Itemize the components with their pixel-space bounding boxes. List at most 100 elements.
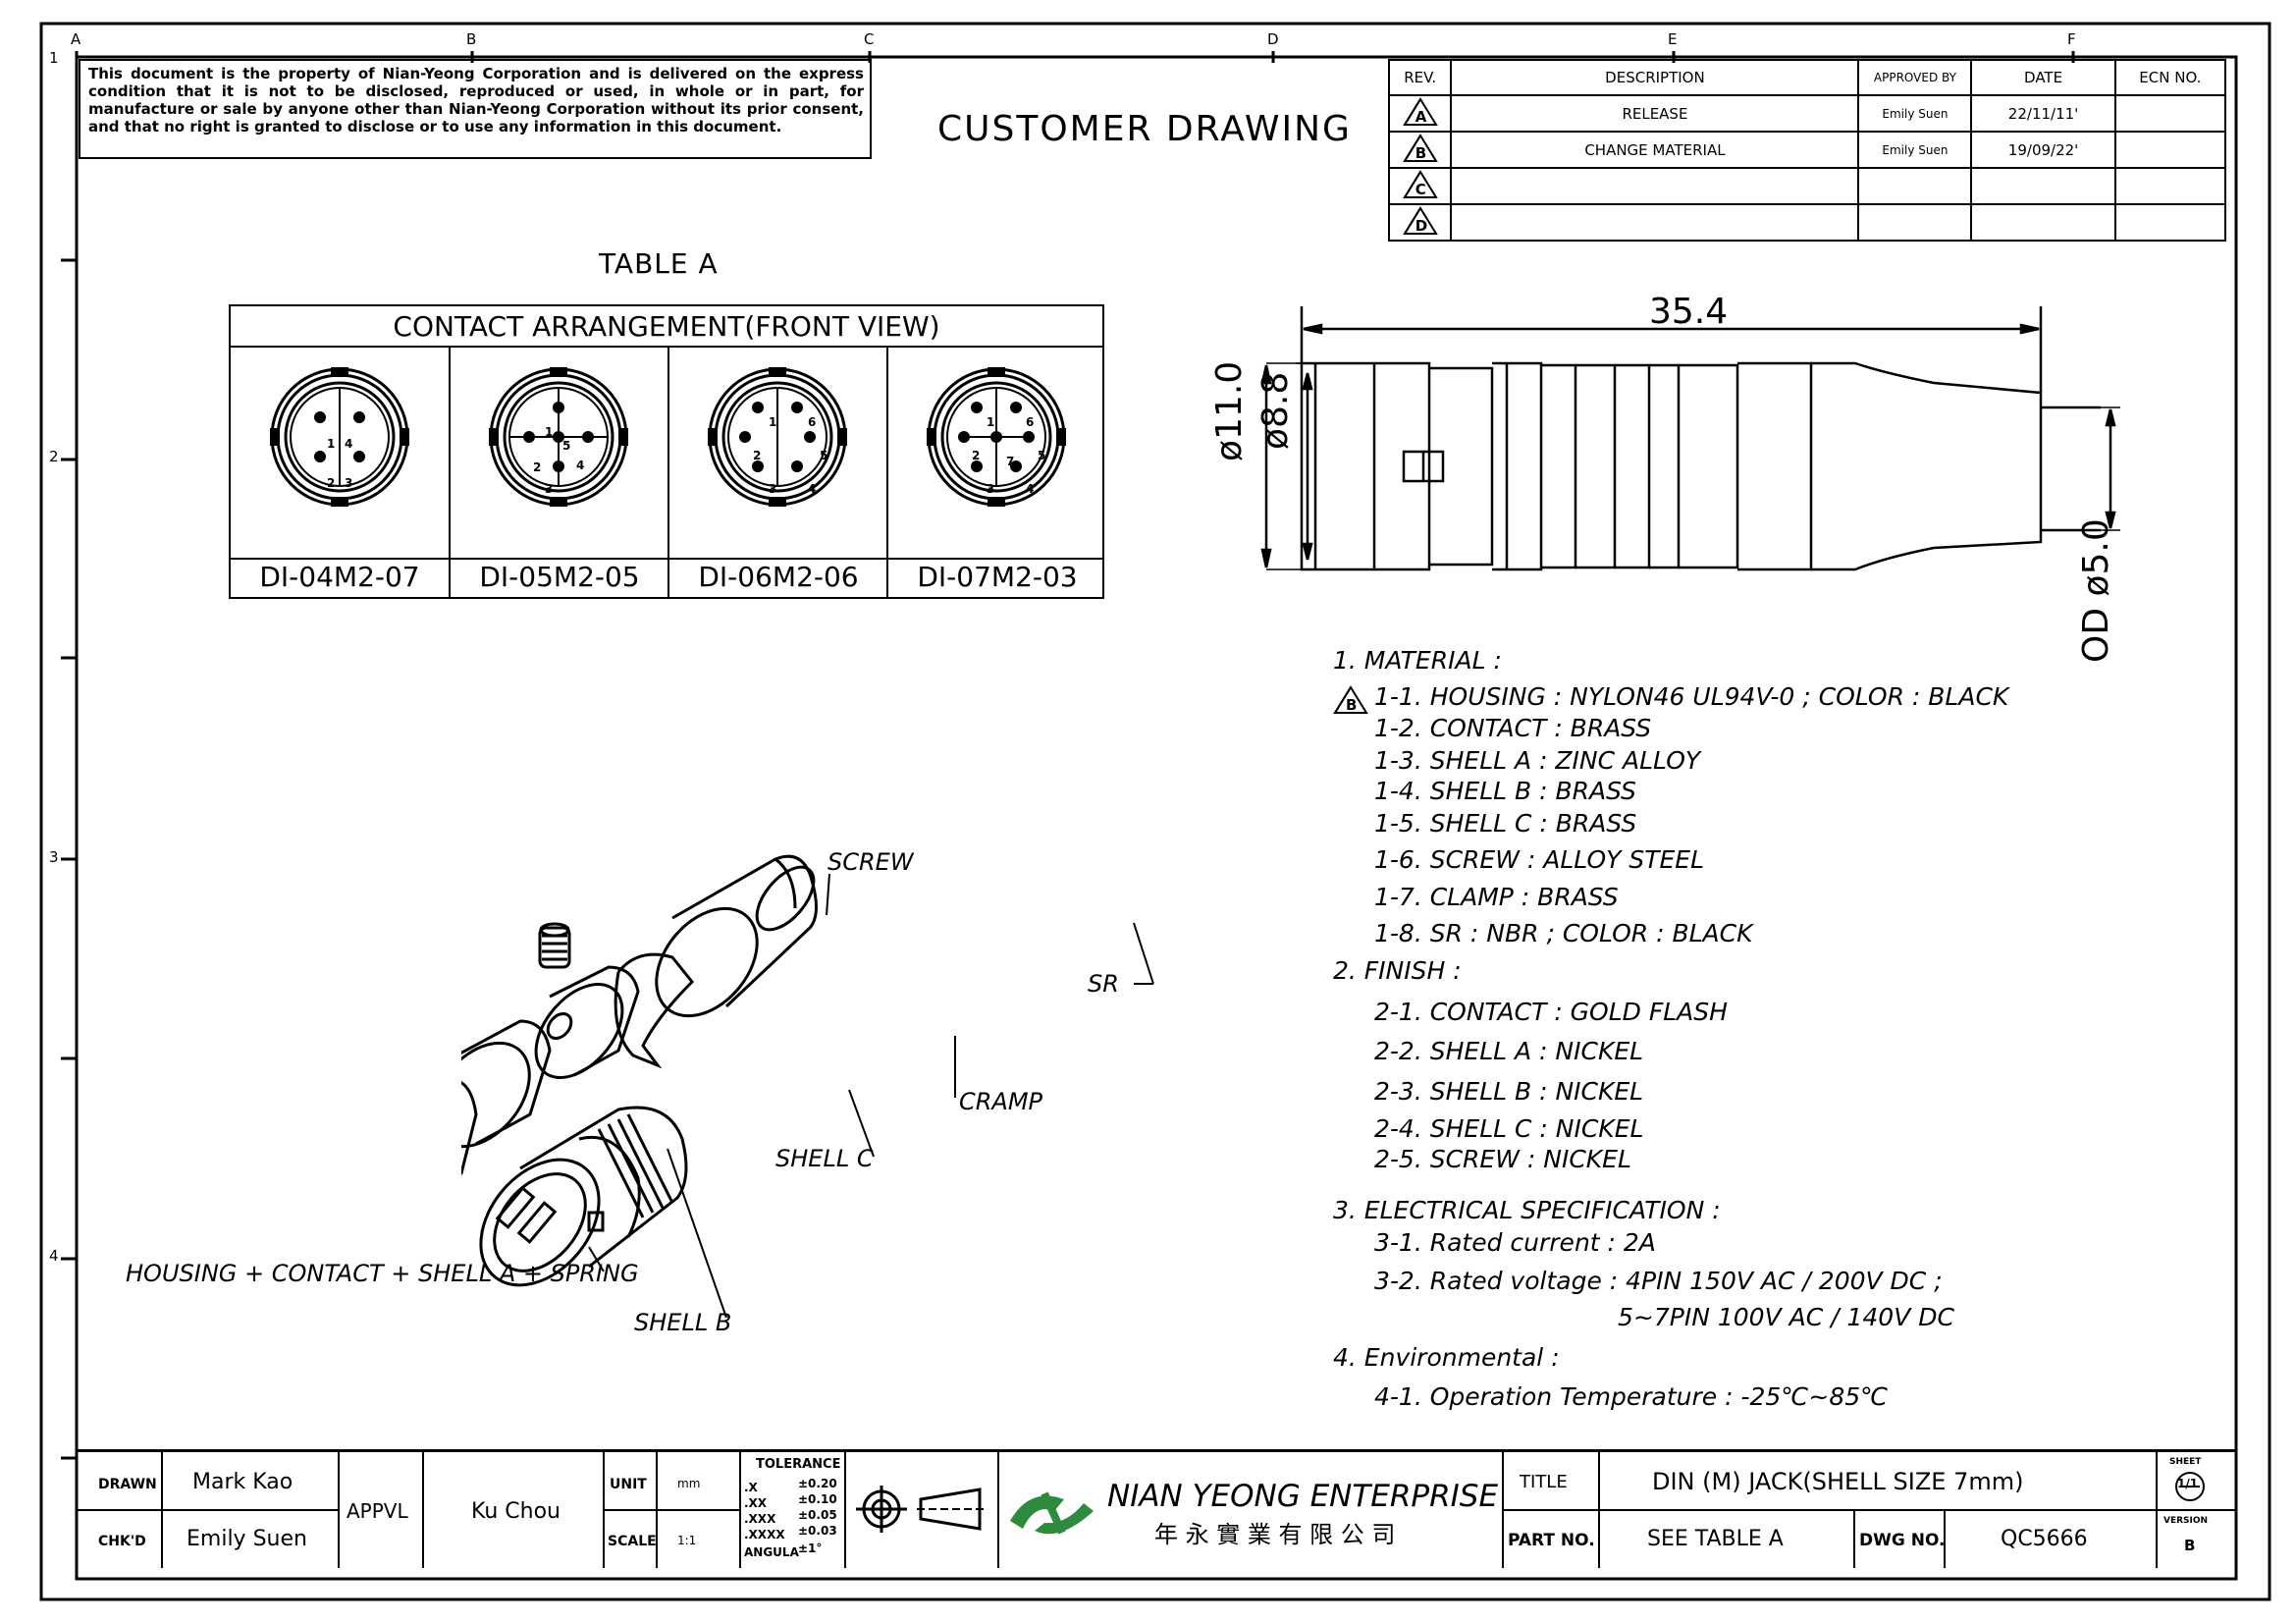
scale-value: 1:1 bbox=[677, 1534, 697, 1547]
rev-triangle-icon: D bbox=[1402, 205, 1438, 236]
rev-mark: A bbox=[1387, 94, 1453, 133]
disclaimer-text: This document is the property of Nian-Ye… bbox=[88, 65, 864, 135]
note-line: 5~7PIN 100V AC / 140V DC bbox=[1618, 1303, 1954, 1331]
callout-cramp: CRAMP bbox=[959, 1088, 1043, 1115]
rev-description: CHANGE MATERIAL bbox=[1450, 131, 1860, 169]
note-line: 1-2. CONTACT : BRASS bbox=[1374, 714, 1652, 742]
pin-label: 2 bbox=[753, 449, 762, 462]
pin-label: 6 bbox=[808, 415, 817, 429]
note-line: 1-3. SHELL A : ZINC ALLOY bbox=[1374, 746, 1701, 775]
pin-label: 6 bbox=[1026, 415, 1035, 429]
scale-label: SCALE bbox=[608, 1534, 657, 1549]
tolerance-fmt: .XXXX bbox=[744, 1528, 785, 1542]
dwg-label: DWG NO. bbox=[1859, 1531, 1946, 1550]
sheet-value: 1/1 bbox=[2177, 1477, 2199, 1490]
pin-label: 1 bbox=[987, 415, 995, 429]
revision-row: C bbox=[1387, 167, 2227, 205]
note-line: 2-2. SHELL A : NICKEL bbox=[1374, 1037, 1644, 1065]
table-a-caption: TABLE A bbox=[599, 247, 719, 280]
rev-ecn bbox=[2113, 167, 2227, 205]
pin-label: 4 bbox=[808, 482, 817, 496]
connector-face-4pin bbox=[270, 367, 409, 507]
rev-triangle-icon: B bbox=[1402, 133, 1438, 163]
revision-row: B CHANGE MATERIAL Emily Suen 19/09/22' bbox=[1387, 131, 2227, 169]
note-line: 3-1. Rated current : 2A bbox=[1374, 1228, 1656, 1257]
rev-letter: C bbox=[1415, 180, 1426, 198]
part-value: SEE TABLE A bbox=[1647, 1527, 1784, 1551]
callout-shell-b: SHELL B bbox=[634, 1309, 732, 1336]
rev-description bbox=[1450, 167, 1860, 205]
rev-date bbox=[1970, 203, 2116, 242]
rev-mark: B bbox=[1387, 131, 1453, 169]
rev-triangle-icon: A bbox=[1402, 96, 1438, 127]
tolerance-val: ±0.05 bbox=[798, 1508, 837, 1522]
note-line: 4-1. Operation Temperature : -25℃~85℃ bbox=[1374, 1382, 1889, 1411]
note-line: 1-5. SHELL C : BRASS bbox=[1374, 809, 1637, 838]
exploded-view-drawing bbox=[461, 854, 818, 1175]
tolerance-val: ±1° bbox=[798, 1542, 823, 1555]
zone-number-2: 2 bbox=[49, 448, 59, 465]
pin-label: 3 bbox=[545, 482, 554, 496]
part-number: DI-07M2-03 bbox=[917, 561, 1078, 593]
drawing-type-label: CUSTOMER DRAWING bbox=[937, 109, 1352, 149]
callout-screw: SCREW bbox=[828, 848, 914, 876]
unit-label: UNIT bbox=[610, 1477, 647, 1492]
table-a-header: CONTACT ARRANGEMENT(FRONT VIEW) bbox=[231, 306, 1102, 348]
note-rev-letter: B bbox=[1346, 696, 1358, 714]
revision-row: D bbox=[1387, 203, 2227, 242]
zone-letter-d: D bbox=[1267, 30, 1279, 48]
connector-face-5pin bbox=[489, 367, 628, 507]
rev-approved: Emily Suen bbox=[1857, 131, 1973, 169]
part-number: DI-06M2-06 bbox=[698, 561, 859, 593]
zone-number-3: 3 bbox=[49, 848, 59, 866]
callout-sr: SR bbox=[1088, 970, 1119, 998]
pin-label: 1 bbox=[327, 437, 336, 451]
rev-approved bbox=[1857, 167, 1973, 205]
revision-table: REV. DESCRIPTION APPROVED BY DATE ECN NO… bbox=[1387, 59, 2227, 242]
rev-description bbox=[1450, 203, 1860, 242]
table-a: CONTACT ARRANGEMENT(FRONT VIEW) bbox=[229, 304, 1104, 599]
pin-label: 1 bbox=[545, 425, 554, 439]
callout-shell-c: SHELL C bbox=[775, 1145, 874, 1172]
zone-number-4: 4 bbox=[49, 1247, 59, 1265]
zone-letter-f: F bbox=[2067, 30, 2076, 48]
pin-label: 4 bbox=[576, 459, 585, 472]
connector-face-7pin bbox=[927, 367, 1066, 507]
note-line: 4. Environmental : bbox=[1333, 1343, 1560, 1372]
pin-label: 2 bbox=[972, 449, 981, 462]
rev-letter: D bbox=[1415, 216, 1428, 235]
connector-face-6pin bbox=[708, 367, 847, 507]
note-line: 2-5. SCREW : NICKEL bbox=[1374, 1145, 1631, 1173]
pin-label: 3 bbox=[769, 482, 777, 496]
tolerance-fmt: .X bbox=[744, 1481, 758, 1494]
rev-date bbox=[1970, 167, 2116, 205]
drawn-label: DRAWN bbox=[98, 1477, 157, 1492]
rev-date: 22/11/11' bbox=[1970, 94, 2116, 133]
pin-label: 3 bbox=[987, 482, 995, 496]
drawn-by: Mark Kao bbox=[192, 1470, 294, 1494]
pin-label: 2 bbox=[327, 476, 336, 490]
dimension-length: 35.4 bbox=[1649, 292, 1729, 332]
note-line: 2-3. SHELL B : NICKEL bbox=[1374, 1077, 1644, 1106]
note-line: 2. FINISH : bbox=[1333, 956, 1462, 985]
zone-letter-c: C bbox=[864, 30, 875, 48]
tolerance-label: TOLERANCE bbox=[756, 1457, 841, 1472]
rev-letter: B bbox=[1415, 143, 1427, 162]
rev-date: 19/09/22' bbox=[1970, 131, 2116, 169]
part-number: DI-04M2-07 bbox=[259, 561, 420, 593]
unit-value: mm bbox=[677, 1477, 701, 1490]
checked-label: CHK'D bbox=[98, 1534, 146, 1549]
tolerance-val: ±0.10 bbox=[798, 1492, 837, 1506]
rev-triangle-icon: B bbox=[1333, 685, 1368, 715]
title-block: DRAWN Mark Kao CHK'D Emily Suen APPVL Ku… bbox=[77, 1449, 2236, 1568]
projection-symbol-icon bbox=[856, 1486, 986, 1533]
approved-header: APPROVED BY bbox=[1857, 59, 1973, 96]
checked-by: Emily Suen bbox=[187, 1527, 307, 1551]
rev-letter: A bbox=[1415, 107, 1427, 126]
appvl-by: Ku Chou bbox=[471, 1499, 561, 1524]
tolerance-val: ±0.03 bbox=[798, 1524, 837, 1538]
dimension-inner-diameter: ø8.8 bbox=[1255, 371, 1296, 450]
rev-mark: C bbox=[1387, 167, 1453, 205]
zone-letter-e: E bbox=[1668, 30, 1678, 48]
